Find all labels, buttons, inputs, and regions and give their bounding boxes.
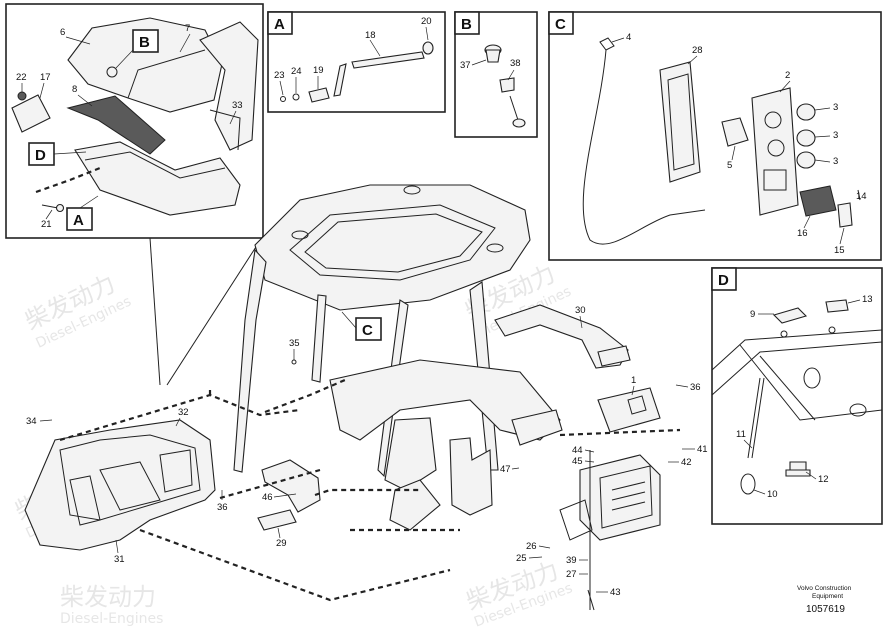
svg-text:C: C xyxy=(362,322,373,339)
box-c-frame xyxy=(548,11,882,261)
air-filter-part xyxy=(66,95,166,155)
callout-20: 20 xyxy=(421,16,432,27)
callout-9: 9 xyxy=(750,309,755,320)
bracket-29-part xyxy=(261,459,321,513)
callout-3-b: 3 xyxy=(833,130,838,141)
callout-47: 47 xyxy=(500,464,511,475)
box-c-label: C xyxy=(555,16,566,33)
callout-28: 28 xyxy=(692,45,703,56)
svg-text:A: A xyxy=(73,212,84,229)
detail-box-d: D 9 13 11 12 10 xyxy=(711,267,883,525)
detail-box-b: B 37 38 xyxy=(454,11,538,138)
seat-housing-31-part xyxy=(24,419,216,551)
callout-18: 18 xyxy=(365,30,376,41)
callout-33: 33 xyxy=(232,100,243,111)
frame-30-part xyxy=(494,304,629,369)
callout-27: 27 xyxy=(566,569,577,580)
main-cab-view: C 30 35 1 36 34 32 36 46 29 31 44 45 47 … xyxy=(24,184,708,611)
callout-44: 44 xyxy=(572,445,583,456)
detail-box-a: A 18 20 23 24 19 xyxy=(267,11,446,113)
dash-connector xyxy=(59,393,301,442)
inset-leader xyxy=(149,237,161,386)
callout-30: 30 xyxy=(575,305,586,316)
main-tag-c: C xyxy=(355,317,382,341)
callout-22: 22 xyxy=(16,72,27,83)
callout-32: 32 xyxy=(178,407,189,418)
filter-lid-part xyxy=(67,17,223,113)
callout-15: 15 xyxy=(834,245,845,256)
footer-company: Volvo Construction xyxy=(797,585,852,592)
callout-26: 26 xyxy=(526,541,537,552)
inset-panel: B D A 6 7 22 17 8 33 21 xyxy=(5,3,264,239)
callout-2: 2 xyxy=(785,70,790,81)
callout-4: 4 xyxy=(626,32,631,43)
bracket-17-part xyxy=(11,94,51,133)
svg-text:B: B xyxy=(139,34,150,51)
callout-12: 12 xyxy=(818,474,829,485)
callout-41: 41 xyxy=(697,444,708,455)
callout-11: 11 xyxy=(736,429,746,440)
cab-floor-part xyxy=(329,359,561,441)
cable-4-part xyxy=(582,49,706,245)
frame-28-part xyxy=(659,61,701,183)
inset-tag-b: B xyxy=(132,29,159,53)
box-d-frame xyxy=(711,267,883,525)
callout-8: 8 xyxy=(72,84,77,95)
callout-39: 39 xyxy=(566,555,577,566)
inset-tag-d: D xyxy=(28,142,55,166)
detail-box-c: C 4 28 2 3 3 3 5 14 xyxy=(548,11,882,261)
box-b-label: B xyxy=(461,16,472,33)
callout-42: 42 xyxy=(681,457,692,468)
watermark-brand-en: Diesel-Engines xyxy=(60,611,163,627)
callout-1: 1 xyxy=(631,375,636,386)
callout-23: 23 xyxy=(274,70,285,81)
callout-36-b: 36 xyxy=(217,502,228,513)
box-a-frame xyxy=(267,11,446,113)
cab-rear-part xyxy=(199,21,259,151)
callout-16: 16 xyxy=(797,228,808,239)
callout-29: 29 xyxy=(276,538,287,549)
footer-code: 1057619 xyxy=(806,604,845,615)
callout-3-c: 3 xyxy=(833,156,838,167)
callout-14: 14 xyxy=(856,191,867,202)
panel-2-part xyxy=(751,87,799,216)
footer-subtitle: Equipment xyxy=(812,593,843,600)
callout-21: 21 xyxy=(41,219,52,230)
cab-roof-part xyxy=(254,184,531,311)
callout-5: 5 xyxy=(727,160,732,171)
callout-46: 46 xyxy=(262,492,273,503)
callout-3-a: 3 xyxy=(833,102,838,113)
callout-25: 25 xyxy=(516,553,527,564)
callout-13: 13 xyxy=(862,294,873,305)
callout-24: 24 xyxy=(291,66,302,77)
callout-6: 6 xyxy=(60,27,65,38)
callout-19: 19 xyxy=(313,65,324,76)
callout-34: 34 xyxy=(26,416,37,427)
cushion-1-part xyxy=(597,387,661,433)
callout-10: 10 xyxy=(767,489,778,500)
callout-7: 7 xyxy=(185,23,190,34)
box-d-label: D xyxy=(718,272,729,289)
box-a-label: A xyxy=(274,16,285,33)
inset-tag-a: A xyxy=(66,207,93,231)
callout-45: 45 xyxy=(572,456,583,467)
callout-17: 17 xyxy=(40,72,51,83)
callout-35: 35 xyxy=(289,338,300,349)
callout-43: 43 xyxy=(610,587,621,598)
svg-text:D: D xyxy=(35,147,46,164)
callout-36-a: 36 xyxy=(690,382,701,393)
ac-unit-part xyxy=(579,454,661,541)
cab-pillar-left xyxy=(233,248,267,473)
footer-block: Volvo Construction Equipment 1057619 xyxy=(797,585,852,615)
filter-housing-part xyxy=(74,141,241,216)
rod-18-part xyxy=(351,51,425,69)
watermark-brand-cn: 柴发动力 xyxy=(60,583,156,611)
callout-31: 31 xyxy=(114,554,125,565)
callout-38: 38 xyxy=(510,58,521,69)
dash-connector xyxy=(35,166,101,194)
callout-37: 37 xyxy=(460,60,471,71)
